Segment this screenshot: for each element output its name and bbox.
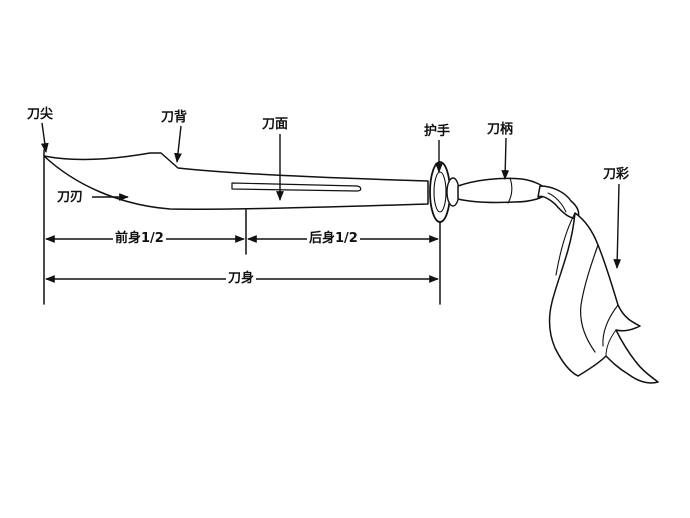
tassel-pointer xyxy=(613,183,622,269)
tip-pointer xyxy=(40,122,49,153)
pommel-shape xyxy=(537,185,580,220)
label-handle: 刀柄 xyxy=(487,122,514,137)
blade-outline xyxy=(43,152,429,210)
label-face: 刀面 xyxy=(262,117,289,132)
handle-shape xyxy=(457,177,549,204)
label-guard: 护手 xyxy=(424,124,451,139)
tassel-cloth xyxy=(548,212,659,384)
dimension-body: 刀身 xyxy=(226,271,257,286)
label-back: 刀背 xyxy=(161,110,188,125)
blade-fuller xyxy=(231,182,362,192)
dimension-front-half: 前身1/2 xyxy=(113,231,166,246)
label-tassel: 刀彩 xyxy=(603,167,630,182)
label-tip: 刀尖 xyxy=(27,107,54,122)
handle-pointer xyxy=(501,137,510,180)
back-pointer xyxy=(174,125,182,163)
dimension-rear-half: 后身1/2 xyxy=(307,231,360,246)
label-edge: 刀刃 xyxy=(57,190,84,205)
